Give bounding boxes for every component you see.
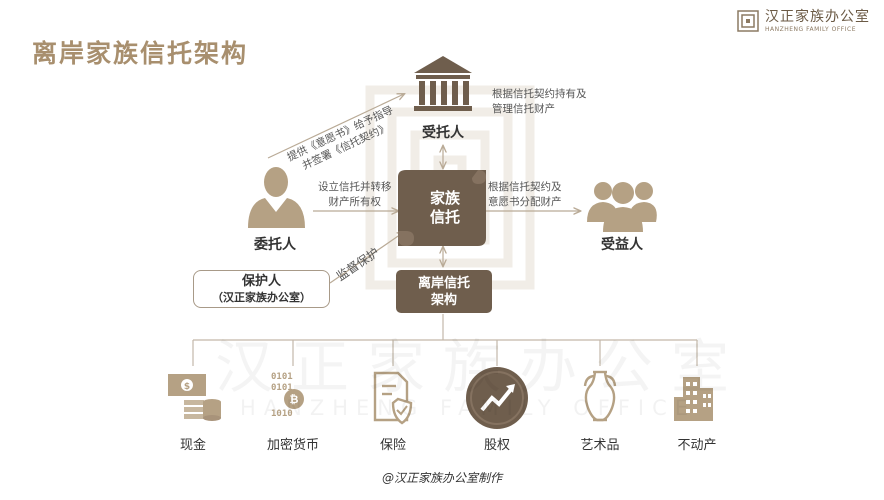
buildings-icon <box>674 377 713 421</box>
page-title: 离岸家族信托架构 <box>32 39 249 68</box>
arrow-protector-to-trust <box>329 232 404 284</box>
offshore-line-1: 离岸信托 <box>417 275 470 291</box>
settlor-person-icon <box>248 167 305 228</box>
trustee-role-note-line-1: 根据信托契约持有及 <box>492 88 587 100</box>
asset-label-insurance: 保险 <box>379 438 406 453</box>
protector-title: 保护人 <box>241 273 281 289</box>
bank-icon <box>414 56 472 111</box>
trustee-role-note: 根据信托契约持有及 管理信托财产 <box>492 87 587 117</box>
arrow-settlor-to-trustee <box>267 94 404 159</box>
asset-tree-lines <box>192 314 698 366</box>
crypto-digit-row-1: 0101 <box>271 372 293 382</box>
logo-mark-icon <box>737 10 759 32</box>
insurance-icon <box>373 371 413 425</box>
asset-label-equity: 股权 <box>483 438 510 453</box>
settlor-trust-note-line-1: 设立信托并转移 <box>318 181 392 193</box>
settlor-trust-note: 设立信托并转移 财产所有权 <box>318 180 392 210</box>
family-trust-line-2: 信托 <box>429 208 460 226</box>
protector-box: 保护人 （汉正家族办公室） <box>193 270 330 308</box>
brand-logo: 汉正家族办公室 HANZHENG FAMILY OFFICE <box>737 8 870 34</box>
vase-icon <box>583 370 617 422</box>
scroll-icon <box>398 170 486 246</box>
offshore-line-2: 架构 <box>430 292 457 308</box>
beneficiaries-icon <box>587 182 657 232</box>
offshore-trust-box: 离岸信托 架构 <box>396 270 492 313</box>
family-trust-line-1: 家族 <box>429 189 460 207</box>
trust-beneficiary-note-line-1: 根据信托契约及 <box>488 181 562 193</box>
logo-english-name: HANZHENG FAMILY OFFICE <box>765 25 857 33</box>
asset-label-real-estate: 不动产 <box>677 438 717 453</box>
crypto-digits: 0101 0101 1010 <box>271 372 317 420</box>
svg-text:₿: ₿ <box>290 393 299 406</box>
family-trust-label: 家族 信托 <box>416 189 474 227</box>
settlor-trust-note-line-2: 财产所有权 <box>328 196 382 208</box>
watermark-en: HANZHENG FAMILY OFFICE <box>240 396 697 420</box>
credit-line: @汉正家族办公室制作 <box>381 471 502 485</box>
asset-label-cash: 现金 <box>179 438 206 453</box>
trust-beneficiary-note: 根据信托契约及 意愿书分配财产 <box>488 180 562 210</box>
trustee-label: 受托人 <box>422 125 464 141</box>
asset-label-crypto: 加密货币 <box>266 438 319 453</box>
cash-icon: $ <box>168 374 221 421</box>
settlor-label: 委托人 <box>254 237 296 253</box>
watermark-cn: 汉正家族办公室 <box>215 320 747 404</box>
equity-chart-icon <box>466 367 528 429</box>
logo-name: 汉正家族办公室 <box>765 8 870 25</box>
crypto-digit-row-2: 0101 <box>271 383 293 393</box>
beneficiary-label: 受益人 <box>601 237 643 253</box>
trustee-role-note-line-2: 管理信托财产 <box>492 103 555 115</box>
crypto-digit-row-3: 1010 <box>271 409 293 419</box>
trust-beneficiary-note-line-2: 意愿书分配财产 <box>488 196 562 208</box>
bitcoin-icon: ₿ <box>284 389 304 409</box>
svg-text:$: $ <box>184 382 190 392</box>
asset-label-art: 艺术品 <box>580 438 620 453</box>
protector-subtitle: （汉正家族办公室） <box>212 290 311 304</box>
